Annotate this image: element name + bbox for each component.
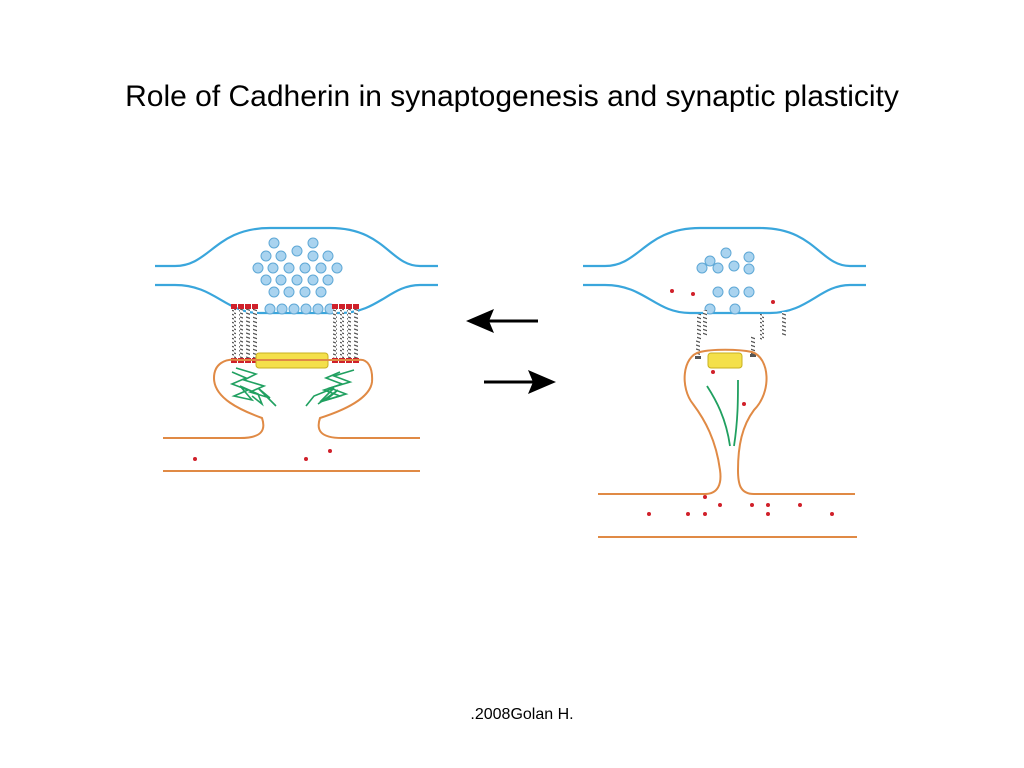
left-actin-filaments bbox=[229, 367, 355, 407]
citation-text: .2008Golan H. bbox=[470, 706, 574, 723]
left-calcium-ions bbox=[193, 449, 332, 461]
slide-title: Role of Cadherin in synaptogenesis and s… bbox=[125, 80, 899, 113]
left-cadherin-cluster-a bbox=[231, 304, 258, 363]
left-presynaptic-membrane-lower bbox=[155, 283, 438, 315]
left-synapse-panel bbox=[155, 226, 438, 472]
left-presynaptic-membrane bbox=[155, 226, 438, 268]
left-postsynaptic-spine bbox=[163, 358, 420, 439]
left-vesicles bbox=[252, 237, 343, 315]
right-presynaptic-membrane bbox=[583, 226, 866, 268]
right-calcium-ions bbox=[647, 289, 834, 516]
right-cadherins bbox=[695, 310, 786, 359]
right-synapse-panel bbox=[583, 226, 866, 538]
right-postsynaptic-spine bbox=[598, 348, 855, 495]
right-arrow bbox=[484, 370, 556, 394]
right-presynaptic-membrane-lower bbox=[583, 283, 866, 315]
right-vesicles bbox=[696, 247, 755, 315]
left-arrow bbox=[466, 309, 538, 333]
right-actin-filaments bbox=[706, 379, 739, 447]
right-postsynaptic-density bbox=[707, 352, 743, 369]
